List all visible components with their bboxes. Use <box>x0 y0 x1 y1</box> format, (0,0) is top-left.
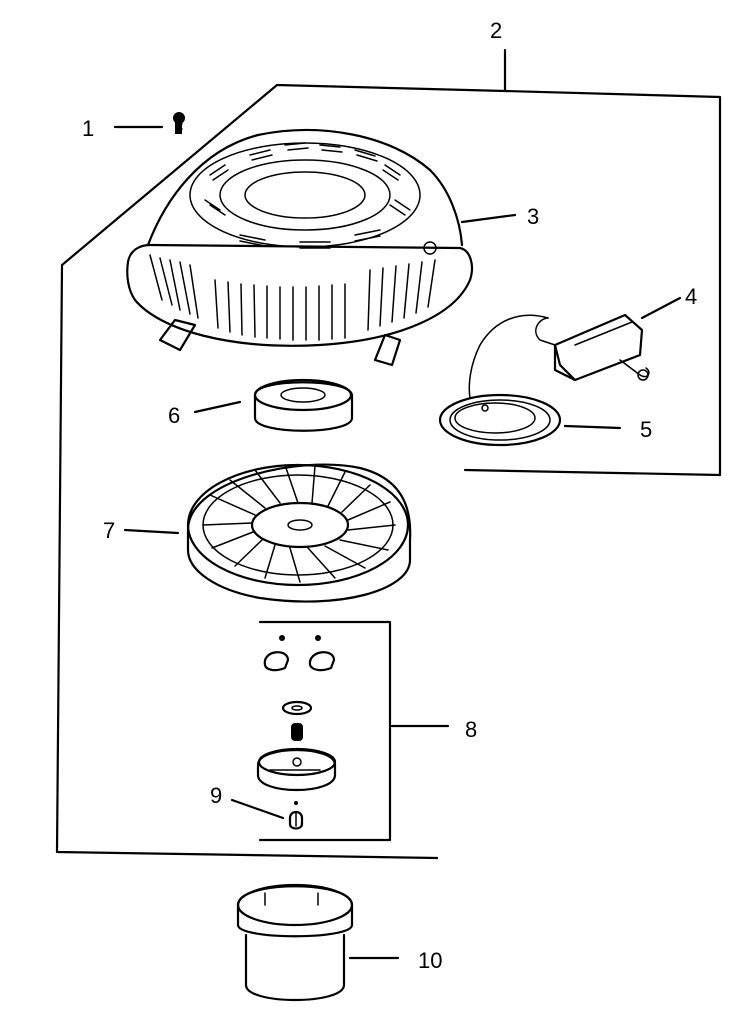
leader-7 <box>123 528 180 535</box>
callout-8: 8 <box>465 717 477 742</box>
screw-part <box>288 801 304 830</box>
callout-3: 3 <box>527 204 539 229</box>
starter-handle-part <box>535 313 650 382</box>
callout-7: 7 <box>103 518 115 543</box>
callout-1: 1 <box>82 116 94 141</box>
leader-5 <box>563 424 622 430</box>
leader-6 <box>193 400 242 414</box>
starter-cup-part <box>236 883 354 1002</box>
starter-housing-part <box>126 129 474 367</box>
bolt-part <box>173 112 185 134</box>
assembly-outline <box>55 83 722 860</box>
starter-rope-part <box>438 314 562 447</box>
callout-9: 9 <box>210 783 222 808</box>
leader-4 <box>640 296 682 320</box>
leader-3 <box>460 213 517 224</box>
callout-2: 2 <box>490 18 502 43</box>
callout-5: 5 <box>640 417 652 442</box>
callout-4: 4 <box>685 284 697 309</box>
callout-10: 10 <box>418 948 442 973</box>
pulley-part <box>186 463 412 603</box>
leader-9 <box>230 798 285 820</box>
ratchet-kit-bracket <box>258 620 392 842</box>
callout-6: 6 <box>168 403 180 428</box>
ratchet-kit-parts <box>256 635 337 791</box>
spring-washer-part <box>253 378 354 432</box>
